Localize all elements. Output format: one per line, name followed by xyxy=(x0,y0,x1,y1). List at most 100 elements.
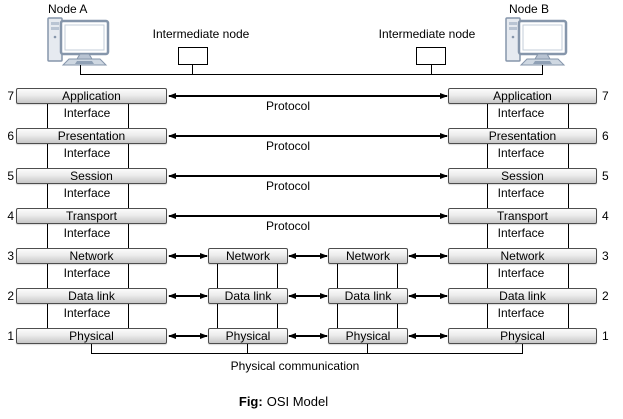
vertical-connector xyxy=(568,184,569,208)
right-layer-number-2: 2 xyxy=(602,289,609,303)
vertical-connector xyxy=(277,304,278,328)
vertical-connector xyxy=(487,224,488,248)
interface-label: Interface xyxy=(63,186,111,200)
intermediate-node-right-label: Intermediate node xyxy=(378,27,476,41)
vertical-connector xyxy=(568,224,569,248)
physical-communication-line xyxy=(91,353,523,354)
right-layer-number-5: 5 xyxy=(602,169,609,183)
left-layer-number-5: 5 xyxy=(7,169,14,183)
vertical-connector xyxy=(568,104,569,128)
interface-label: Interface xyxy=(63,306,111,320)
right-layer-number-6: 6 xyxy=(602,129,609,143)
vertical-connector xyxy=(217,264,218,288)
vertical-connector xyxy=(47,264,48,288)
interface-label: Interface xyxy=(497,146,545,160)
figure-caption-prefix: Fig: xyxy=(238,394,263,409)
node-a-drop-line xyxy=(80,65,81,74)
vertical-connector xyxy=(217,304,218,328)
peer-arrow xyxy=(409,295,447,297)
vertical-connector xyxy=(568,304,569,328)
left-layer-number-3: 3 xyxy=(7,249,14,263)
interface-label: Interface xyxy=(497,106,545,120)
vertical-connector xyxy=(128,224,129,248)
node-b-label: Node B xyxy=(509,2,550,16)
vertical-connector xyxy=(487,264,488,288)
right-layer-number-4: 4 xyxy=(602,209,609,223)
interface-label: Interface xyxy=(497,226,545,240)
node-a-layer-session: Session xyxy=(16,168,167,184)
vertical-connector xyxy=(128,104,129,128)
vertical-connector xyxy=(277,264,278,288)
vertical-connector xyxy=(128,144,129,168)
intermediate1-layer-datalink: Data link xyxy=(208,288,288,304)
node-b-layer-datalink: Data link xyxy=(448,288,597,304)
figure-caption: Fig:OSI Model xyxy=(181,394,386,409)
interface-label: Interface xyxy=(63,226,111,240)
peer-arrow xyxy=(169,335,207,337)
physical-drop-line xyxy=(522,344,523,353)
node-a-label: Node A xyxy=(48,2,88,16)
vertical-connector xyxy=(47,104,48,128)
intermediate2-layer-datalink: Data link xyxy=(328,288,408,304)
intermediate-node-left-label: Intermediate node xyxy=(152,27,250,41)
figure-caption-text: OSI Model xyxy=(266,394,329,409)
intermediate-node-right-box xyxy=(416,47,446,65)
vertical-connector xyxy=(47,224,48,248)
vertical-connector xyxy=(568,264,569,288)
interface-label: Interface xyxy=(497,186,545,200)
top-medium-line xyxy=(80,74,543,75)
peer-arrow xyxy=(169,295,207,297)
vertical-connector xyxy=(487,184,488,208)
left-layer-number-6: 6 xyxy=(7,129,14,143)
left-layer-number-7: 7 xyxy=(7,89,14,103)
physical-communication-label: Physical communication xyxy=(230,359,360,373)
node-b-layer-network: Network xyxy=(448,248,597,264)
vertical-connector xyxy=(397,304,398,328)
vertical-connector xyxy=(568,144,569,168)
peer-arrow xyxy=(409,255,447,257)
node-b-layer-session: Session xyxy=(448,168,597,184)
vertical-connector xyxy=(47,144,48,168)
vertical-connector xyxy=(47,184,48,208)
interface-label: Interface xyxy=(497,266,545,280)
intermediate-left-drop-line xyxy=(192,65,193,74)
left-layer-number-2: 2 xyxy=(7,289,14,303)
interface-label: Interface xyxy=(497,306,545,320)
left-layer-number-4: 4 xyxy=(7,209,14,223)
protocol-arrow-5 xyxy=(169,175,447,177)
interface-label: Interface xyxy=(63,146,111,160)
protocol-label: Protocol xyxy=(265,139,311,153)
vertical-connector xyxy=(487,304,488,328)
node-a-layer-physical: Physical xyxy=(16,328,167,344)
node-a-layer-datalink: Data link xyxy=(16,288,167,304)
left-layer-number-1: 1 xyxy=(7,329,14,343)
vertical-connector xyxy=(128,184,129,208)
physical-drop-line xyxy=(247,344,248,353)
node-a-layer-transport: Transport xyxy=(16,208,167,224)
right-layer-number-7: 7 xyxy=(602,89,609,103)
peer-arrow xyxy=(289,295,327,297)
node-b-layer-application: Application xyxy=(448,88,597,104)
right-layer-number-1: 1 xyxy=(602,329,609,343)
node-b-layer-transport: Transport xyxy=(448,208,597,224)
vertical-connector xyxy=(487,144,488,168)
peer-arrow xyxy=(289,335,327,337)
node-b-layer-presentation: Presentation xyxy=(448,128,597,144)
protocol-arrow-7 xyxy=(169,95,447,97)
node-b-layer-physical: Physical xyxy=(448,328,597,344)
vertical-connector xyxy=(337,304,338,328)
physical-drop-line xyxy=(367,344,368,353)
vertical-connector xyxy=(487,104,488,128)
physical-drop-line xyxy=(91,344,92,353)
node-a-layer-application: Application xyxy=(16,88,167,104)
protocol-arrow-4 xyxy=(169,215,447,217)
interface-label: Interface xyxy=(63,106,111,120)
intermediate1-layer-network: Network xyxy=(208,248,288,264)
interface-label: Interface xyxy=(63,266,111,280)
node-a-layer-presentation: Presentation xyxy=(16,128,167,144)
right-layer-number-3: 3 xyxy=(602,249,609,263)
protocol-label: Protocol xyxy=(265,219,311,233)
intermediate1-layer-physical: Physical xyxy=(208,328,288,344)
protocol-label: Protocol xyxy=(265,179,311,193)
